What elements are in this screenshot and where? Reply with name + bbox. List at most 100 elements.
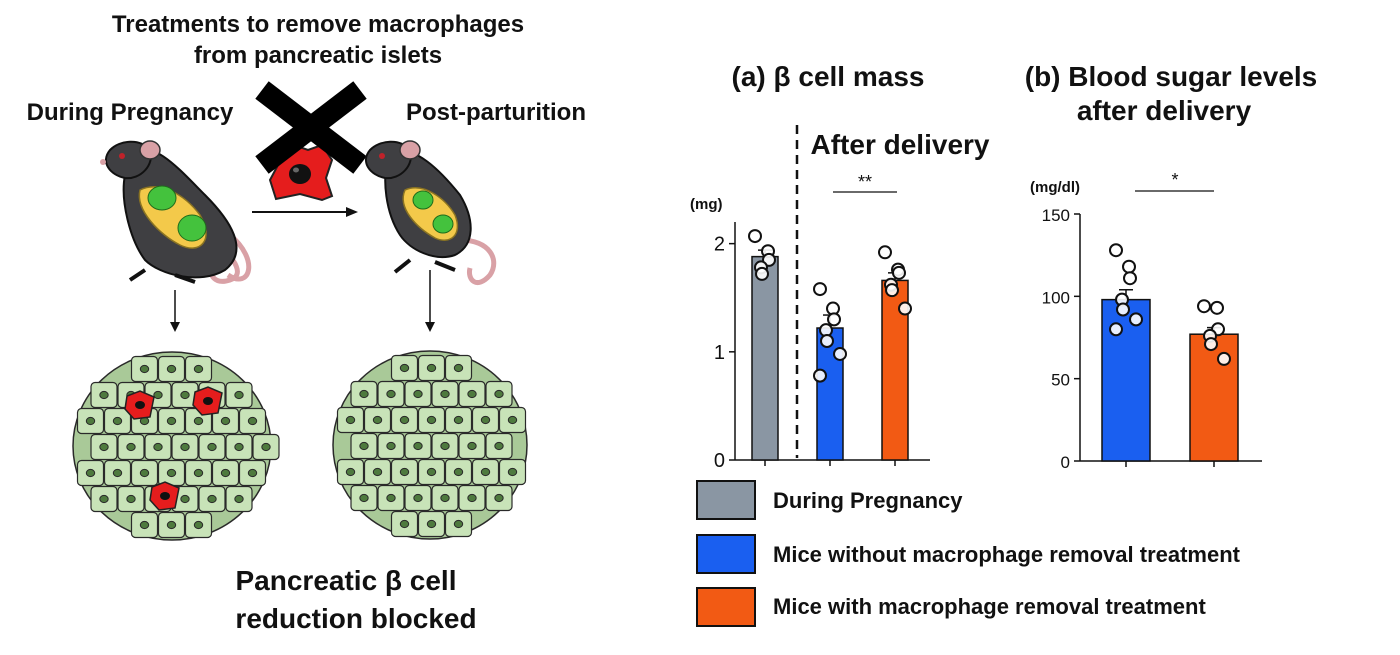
y-tick-label: 0	[1061, 453, 1070, 472]
cell-nucleus	[85, 416, 96, 426]
cell-nucleus	[207, 442, 217, 452]
cell-nucleus	[139, 468, 150, 478]
cell-nucleus	[180, 494, 190, 504]
chart-a-significance-label: **	[858, 172, 872, 192]
legend-swatch-without-removal	[696, 534, 756, 574]
cell-nucleus	[372, 467, 383, 477]
chart-b-unit: (mg/dl)	[1030, 179, 1080, 196]
cell-nucleus	[386, 441, 396, 451]
legend: During Pregnancy Mice without macrophage…	[696, 480, 1241, 627]
cell-nucleus	[426, 363, 437, 373]
y-tick-label: 100	[1042, 288, 1070, 307]
right-down-arrow	[425, 270, 435, 332]
chart-b: (b) Blood sugar levels after delivery (m…	[1025, 61, 1318, 472]
cell-nucleus	[426, 519, 437, 529]
chart-a-unit: (mg)	[690, 196, 723, 213]
legend-swatch-with-removal	[696, 587, 756, 627]
cell-nucleus	[413, 493, 423, 503]
data-point	[827, 312, 841, 327]
cell-nucleus	[399, 519, 410, 529]
cell-nucleus	[126, 494, 136, 504]
data-point	[833, 346, 847, 361]
cell-nucleus	[480, 415, 491, 425]
cell-nucleus	[494, 441, 504, 451]
data-point	[892, 265, 906, 280]
y-tick-label: 2	[714, 234, 725, 256]
illustration-title-line1: Treatments to remove macrophages	[112, 11, 524, 38]
post-parturition-label: Post-parturition	[406, 99, 586, 126]
data-point	[1129, 312, 1143, 327]
cell-nucleus	[126, 442, 136, 452]
chart-a-significance: **	[833, 172, 897, 193]
illustration-panel: Treatments to remove macrophages from pa…	[27, 11, 586, 634]
chart-a-bars	[748, 229, 912, 461]
cell-nucleus	[345, 467, 356, 477]
cell-nucleus	[453, 363, 464, 373]
y-tick-label: 1	[714, 342, 725, 364]
cell-nucleus	[180, 442, 190, 452]
cell-nucleus	[426, 415, 437, 425]
cell-nucleus	[85, 468, 96, 478]
cell-nucleus	[139, 520, 150, 530]
cell-nucleus	[507, 415, 518, 425]
macrophage-nucleus	[135, 401, 145, 409]
cell-nucleus	[220, 468, 231, 478]
cell-nucleus	[480, 467, 491, 477]
cell-nucleus	[180, 390, 190, 400]
cell-nucleus	[440, 441, 450, 451]
cell-nucleus	[247, 468, 258, 478]
pregnant-mouse-icon	[100, 140, 252, 284]
cell-nucleus	[112, 416, 123, 426]
legend-label-without-removal: Mice without macrophage removal treatmen…	[773, 542, 1241, 567]
cell-nucleus	[399, 415, 410, 425]
legend-swatch-pregnancy	[696, 480, 756, 520]
data-point	[1122, 259, 1136, 274]
cell-nucleus	[413, 441, 423, 451]
cell-nucleus	[440, 493, 450, 503]
cell-nucleus	[386, 389, 396, 399]
y-tick-label: 50	[1051, 371, 1070, 390]
y-tick-label: 0	[714, 450, 725, 472]
data-point	[755, 266, 769, 281]
chart-b-significance-label: *	[1171, 170, 1178, 190]
chart-b-significance: *	[1135, 170, 1214, 192]
data-point	[748, 229, 762, 244]
data-point	[1116, 302, 1130, 317]
cell-nucleus	[234, 442, 244, 452]
data-point	[813, 368, 827, 383]
data-point	[1109, 243, 1123, 258]
cell-nucleus	[453, 519, 464, 529]
chart-a-annotation: After delivery	[811, 129, 990, 160]
result-line2: reduction blocked	[235, 603, 476, 634]
cell-nucleus	[399, 467, 410, 477]
cell-nucleus	[234, 390, 244, 400]
cell-nucleus	[507, 467, 518, 477]
result-line1: Pancreatic β cell	[236, 565, 457, 596]
during-pregnancy-label: During Pregnancy	[27, 99, 234, 126]
data-point	[885, 283, 899, 298]
cell-nucleus	[166, 416, 177, 426]
chart-b-title-line2: after delivery	[1077, 95, 1252, 126]
data-point	[898, 301, 912, 316]
cell-nucleus	[193, 364, 204, 374]
cell-nucleus	[413, 389, 423, 399]
cell-nucleus	[193, 468, 204, 478]
legend-label-with-removal: Mice with macrophage removal treatment	[773, 594, 1206, 619]
cell-nucleus	[386, 493, 396, 503]
cell-nucleus	[467, 441, 477, 451]
cell-nucleus	[359, 493, 369, 503]
cell-nucleus	[153, 390, 163, 400]
bar	[751, 255, 779, 461]
chart-b-bars	[1101, 243, 1239, 462]
cell-nucleus	[112, 468, 123, 478]
data-point	[820, 334, 834, 348]
cell-nucleus	[247, 416, 258, 426]
cell-nucleus	[261, 442, 271, 452]
cell-nucleus	[372, 415, 383, 425]
cell-nucleus	[99, 494, 109, 504]
data-point	[1109, 322, 1123, 337]
illustration-title-line2: from pancreatic islets	[194, 42, 442, 69]
data-point	[1217, 351, 1231, 366]
y-tick-label: 150	[1042, 206, 1070, 225]
